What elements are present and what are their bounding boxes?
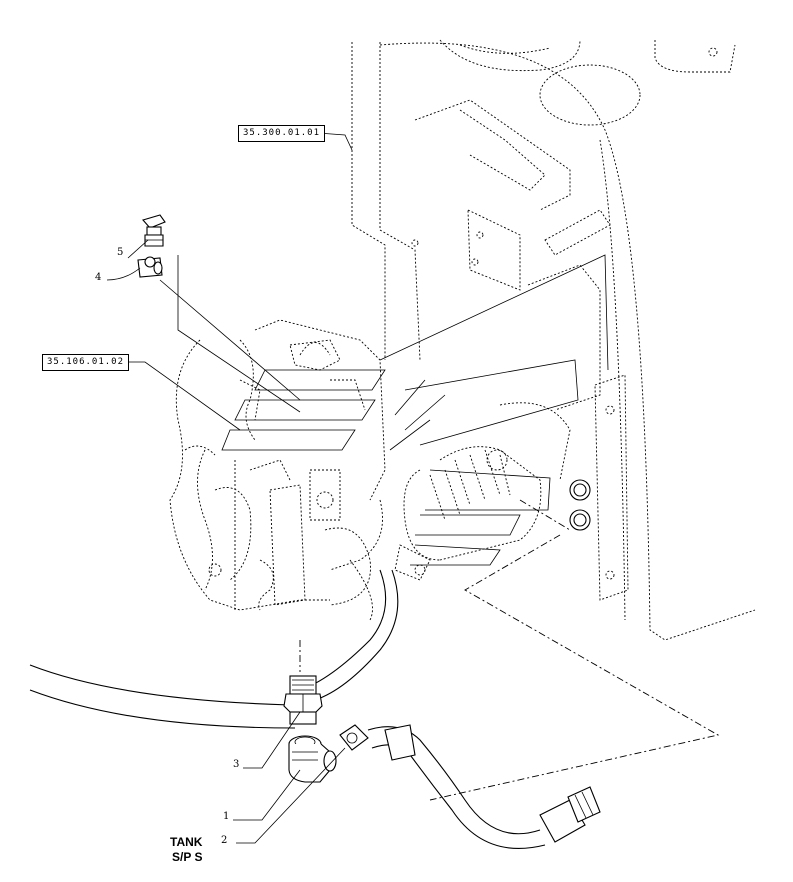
chassis-frame <box>351 39 756 641</box>
filter-hose-assembly <box>329 402 591 621</box>
reference-box-left: 35.106.01.02 <box>42 354 130 371</box>
callout-5: 5 <box>117 247 124 258</box>
leader-lines <box>106 132 353 844</box>
callout-3: 3 <box>233 759 240 770</box>
fitting-adapter <box>283 675 323 725</box>
fitting-elbow <box>288 735 337 783</box>
callout-2: 2 <box>221 835 228 846</box>
fitting-small-5 <box>142 214 166 247</box>
outline-plates <box>221 254 609 566</box>
fitting-small-4 <box>137 256 163 278</box>
reference-box-top: 35.300.01.01 <box>238 125 326 142</box>
callout-4: 4 <box>95 272 102 283</box>
projection-lines <box>299 499 720 801</box>
callout-1: 1 <box>223 811 230 822</box>
tank-port-label: S/P S <box>172 850 203 864</box>
pump-engine-block <box>169 319 386 611</box>
tank-label: TANK <box>170 835 203 849</box>
suction-hose <box>29 569 399 729</box>
return-pipe <box>339 724 601 849</box>
